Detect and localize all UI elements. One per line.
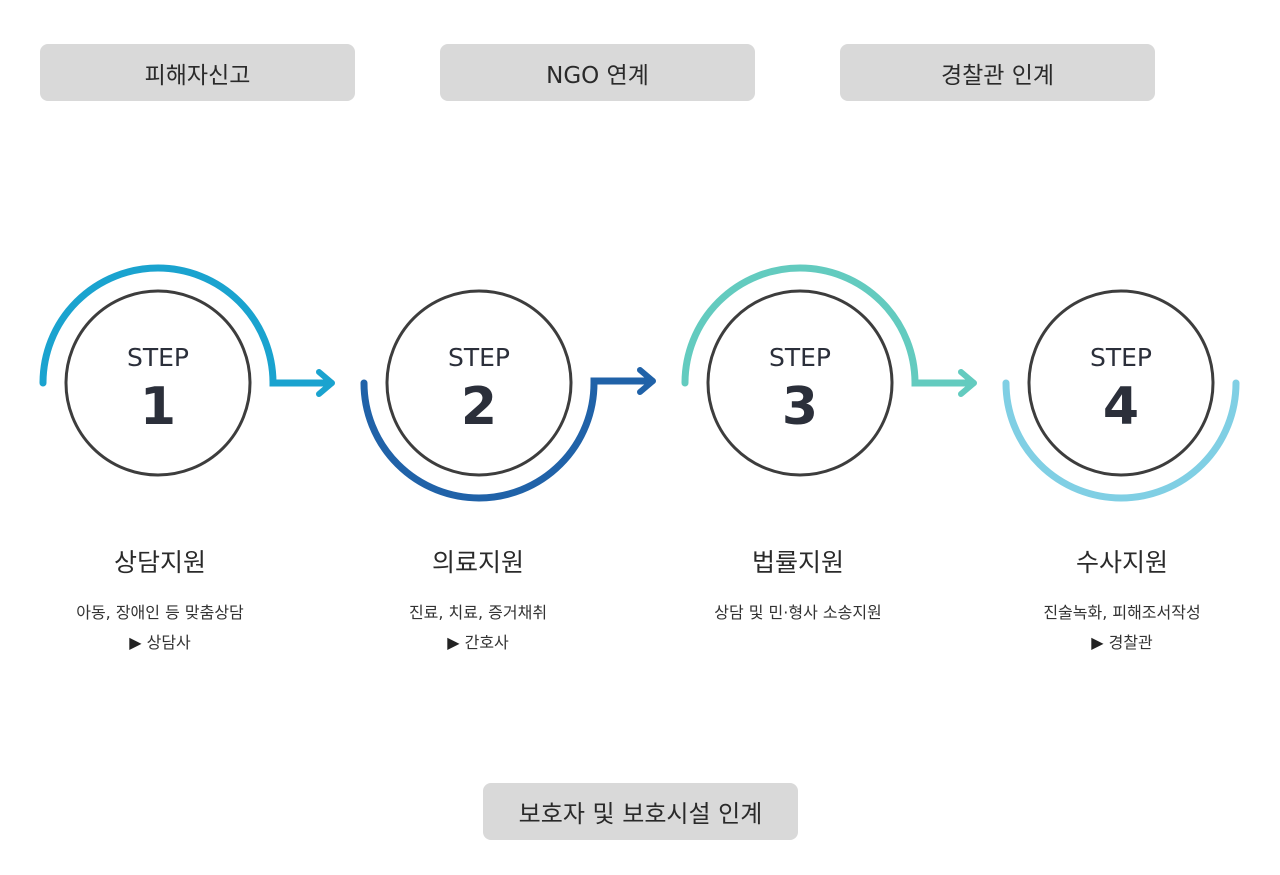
step-4-arc: [1002, 379, 1240, 502]
step-4-circle: [1027, 289, 1215, 477]
step-3-circle: [706, 289, 894, 477]
step-3-info: 법률지원 상담 및 민·형사 소송지원: [668, 546, 928, 628]
step-role: ▶ 상담사: [30, 628, 290, 658]
step-role: ▶ 경찰관: [992, 628, 1252, 658]
step-description: 진료, 치료, 증거채취: [408, 603, 548, 622]
step-role: ▶ 간호사: [348, 628, 608, 658]
step-title: 상담지원: [113, 548, 206, 577]
top-pill-police-handover: 경찰관 인계: [840, 44, 1155, 101]
step-2-circle: [385, 289, 573, 477]
step-3-number: 3: [782, 377, 818, 437]
bottom-pill-guardian-shelter-handover: 보호자 및 보호시설 인계: [483, 783, 798, 840]
step-2-arc: [360, 377, 656, 502]
step-1-arc: [39, 264, 335, 387]
step-description: 상담 및 민·형사 소송지원: [714, 603, 882, 622]
step-title: 의료지원: [431, 548, 524, 577]
step-2-arrowhead: [637, 367, 656, 395]
step-3-arrowhead: [958, 369, 977, 397]
step-title: 법률지원: [751, 548, 844, 577]
step-1-word: STEP: [127, 343, 189, 372]
step-3-arc: [681, 264, 977, 387]
step-1-arrowhead: [316, 369, 335, 397]
step-4-word: STEP: [1090, 343, 1152, 372]
step-title: 수사지원: [1075, 548, 1168, 577]
step-2-number: 2: [461, 377, 497, 437]
step-1-circle: [64, 289, 252, 477]
play-triangle-icon: ▶: [447, 633, 460, 652]
step-4-number: 4: [1103, 377, 1139, 437]
step-role-label: 상담사: [146, 633, 191, 652]
step-4-info: 수사지원 진술녹화, 피해조서작성 ▶ 경찰관: [992, 546, 1252, 658]
top-pill-ngo-link: NGO 연계: [440, 44, 755, 101]
play-triangle-icon: ▶: [1091, 633, 1104, 652]
top-pill-label: 피해자신고: [144, 62, 251, 89]
step-2-word: STEP: [448, 343, 510, 372]
step-description: 진술녹화, 피해조서작성: [1043, 603, 1201, 622]
bottom-pill-label: 보호자 및 보호시설 인계: [518, 800, 763, 828]
step-role-label: 경찰관: [1108, 633, 1153, 652]
step-3-word: STEP: [769, 343, 831, 372]
step-1-number: 1: [140, 377, 176, 437]
top-pill-victim-report: 피해자신고: [40, 44, 355, 101]
step-1-info: 상담지원 아동, 장애인 등 맞춤상담 ▶ 상담사: [30, 546, 290, 658]
top-pill-label: NGO 연계: [546, 62, 649, 89]
step-description: 아동, 장애인 등 맞춤상담: [76, 603, 244, 622]
step-role-label: 간호사: [464, 633, 509, 652]
step-2-info: 의료지원 진료, 치료, 증거채취 ▶ 간호사: [348, 546, 608, 658]
top-pill-label: 경찰관 인계: [940, 62, 1055, 89]
play-triangle-icon: ▶: [129, 633, 142, 652]
